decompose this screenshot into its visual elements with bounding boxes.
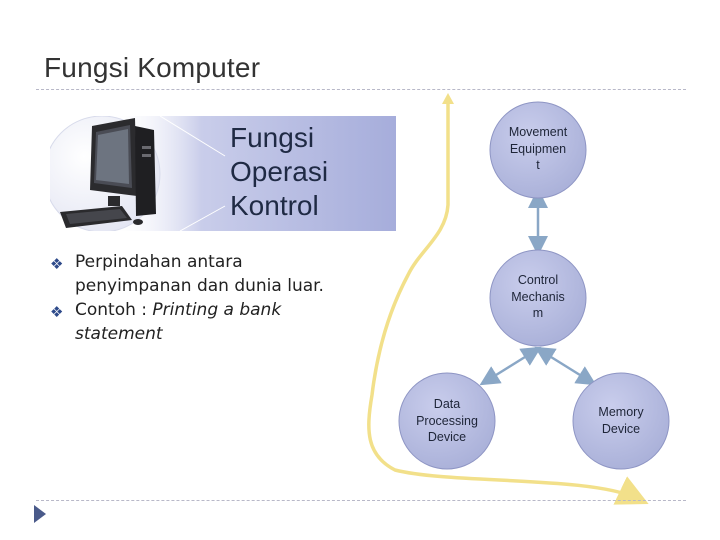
- node-memory-label: Memory Device: [576, 404, 666, 437]
- node-label-line: Processing: [416, 413, 478, 428]
- node-label-line: Memory: [598, 405, 644, 419]
- node-label-line: Data: [433, 397, 461, 411]
- node-data-processing-label: Data Processing Device: [402, 396, 492, 446]
- node-label-line: t: [536, 158, 540, 172]
- banner-title: Fungsi Operasi Kontrol: [230, 121, 430, 223]
- node-movement-label: Movement Equipmen t: [493, 124, 583, 174]
- bullet-item: ❖ Perpindahan antara penyimpanan dan dun…: [50, 250, 410, 298]
- connector-control-memory: [534, 346, 597, 386]
- connector-control-data: [479, 346, 542, 386]
- diamond-bullet-icon: ❖: [50, 255, 64, 273]
- node-control-mechanism: [489, 249, 587, 347]
- computer-icon: [60, 118, 156, 228]
- banner-background: [50, 116, 396, 231]
- banner: Fungsi Operasi Kontrol: [50, 116, 396, 231]
- diamond-bullet-icon: ❖: [50, 303, 64, 321]
- node-movement-equipment: [489, 101, 587, 199]
- node-label-line: Equipmen: [509, 141, 567, 156]
- node-label-line: Mechanis: [511, 289, 565, 304]
- banner-title-line: Operasi: [230, 156, 329, 187]
- node-label-line: Movement: [508, 125, 568, 139]
- bullet-text-italic: statement: [75, 324, 163, 344]
- bullet-text: Contoh :: [75, 300, 153, 320]
- node-label-line: Control: [517, 273, 559, 287]
- slide-title: Fungsi Komputer: [44, 52, 261, 83]
- flow-arrow-up: [442, 93, 454, 104]
- banner-title-line: Kontrol: [230, 190, 319, 221]
- node-label-line: Device: [601, 421, 641, 436]
- bullet-item: ❖ Contoh : Printing a bank statement: [50, 298, 410, 346]
- bullet-list: ❖ Perpindahan antara penyimpanan dan dun…: [50, 250, 410, 346]
- bullet-text: Perpindahan antara: [75, 252, 243, 272]
- flow-path: [367, 100, 649, 505]
- node-label-line: m: [532, 306, 544, 320]
- node-data-processing-device: [398, 372, 496, 470]
- footer-divider: [36, 500, 686, 501]
- node-label-line: Device: [427, 430, 467, 444]
- title-divider: [36, 89, 686, 90]
- banner-title-line: Fungsi: [230, 122, 315, 153]
- node-control-label: Control Mechanis m: [493, 272, 583, 322]
- next-slide-icon[interactable]: [34, 505, 46, 523]
- bullet-text-italic: Printing a bank: [152, 300, 282, 320]
- bullet-text: penyimpanan dan dunia luar.: [75, 276, 324, 296]
- node-memory-device: [572, 372, 670, 470]
